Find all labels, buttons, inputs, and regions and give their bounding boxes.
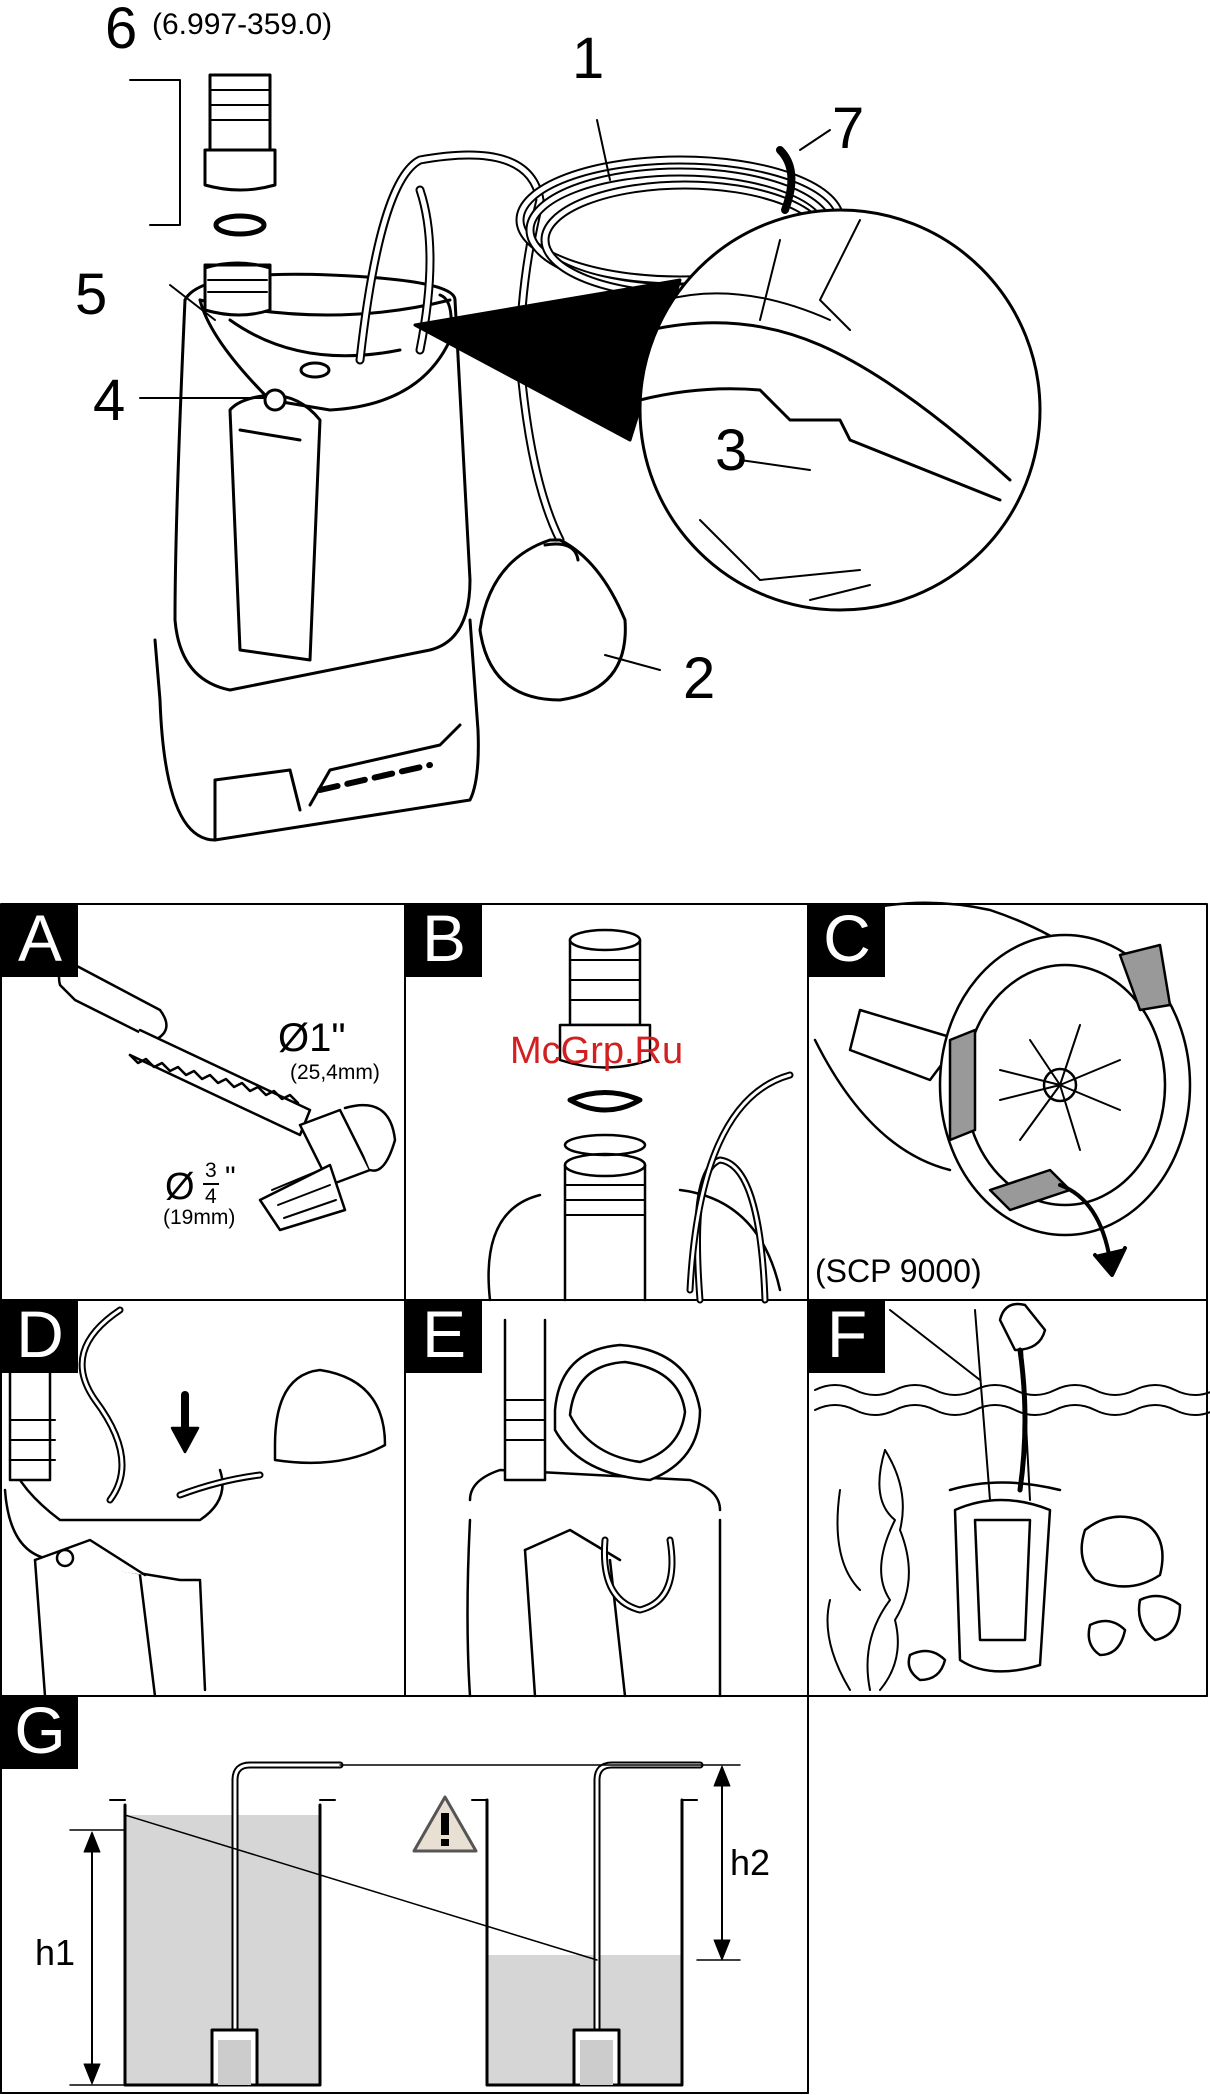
panel-tag-b: B	[406, 905, 482, 977]
callout-2: 2	[683, 650, 715, 708]
diameter-3-4-denominator: 4	[205, 1186, 217, 1207]
panel-tag-a: A	[2, 905, 78, 977]
panel-tag-d: D	[2, 1301, 78, 1373]
diameter-3-4-symbol: Ø	[165, 1168, 195, 1206]
model-label: (SCP 9000)	[815, 1255, 982, 1287]
callout-5: 5	[75, 266, 107, 324]
panel-b-illustration	[489, 930, 790, 1300]
callout-6-part-number: (6.997-359.0)	[152, 10, 332, 40]
watermark: McGrp.Ru	[510, 1030, 683, 1073]
panel-tag-g: G	[2, 1697, 78, 1769]
diameter-3-4-mm: (19mm)	[163, 1207, 235, 1228]
panel-tag-f: F	[809, 1301, 885, 1373]
panel-tag-c: C	[809, 905, 885, 977]
diameter-1-inch-mm: (25,4mm)	[290, 1062, 380, 1083]
callout-7: 7	[832, 100, 864, 158]
callout-6: 6	[105, 0, 137, 58]
callout-1: 1	[572, 30, 604, 88]
diameter-3-4-inch-mark: "	[225, 1163, 236, 1193]
panel-tag-e: E	[406, 1301, 482, 1373]
diameter-1-inch: Ø1"	[278, 1018, 346, 1058]
callout-3: 3	[715, 422, 747, 480]
warning-icon	[410, 1793, 480, 1855]
zoom-detail	[415, 210, 1040, 610]
panel-e-illustration	[468, 1320, 721, 1696]
h2-label: h2	[730, 1845, 770, 1881]
diameter-3-4-numerator: 3	[205, 1160, 217, 1181]
callout-4: 4	[93, 372, 125, 430]
panel-g-illustration	[70, 1765, 740, 2085]
h1-label: h1	[35, 1935, 75, 1971]
